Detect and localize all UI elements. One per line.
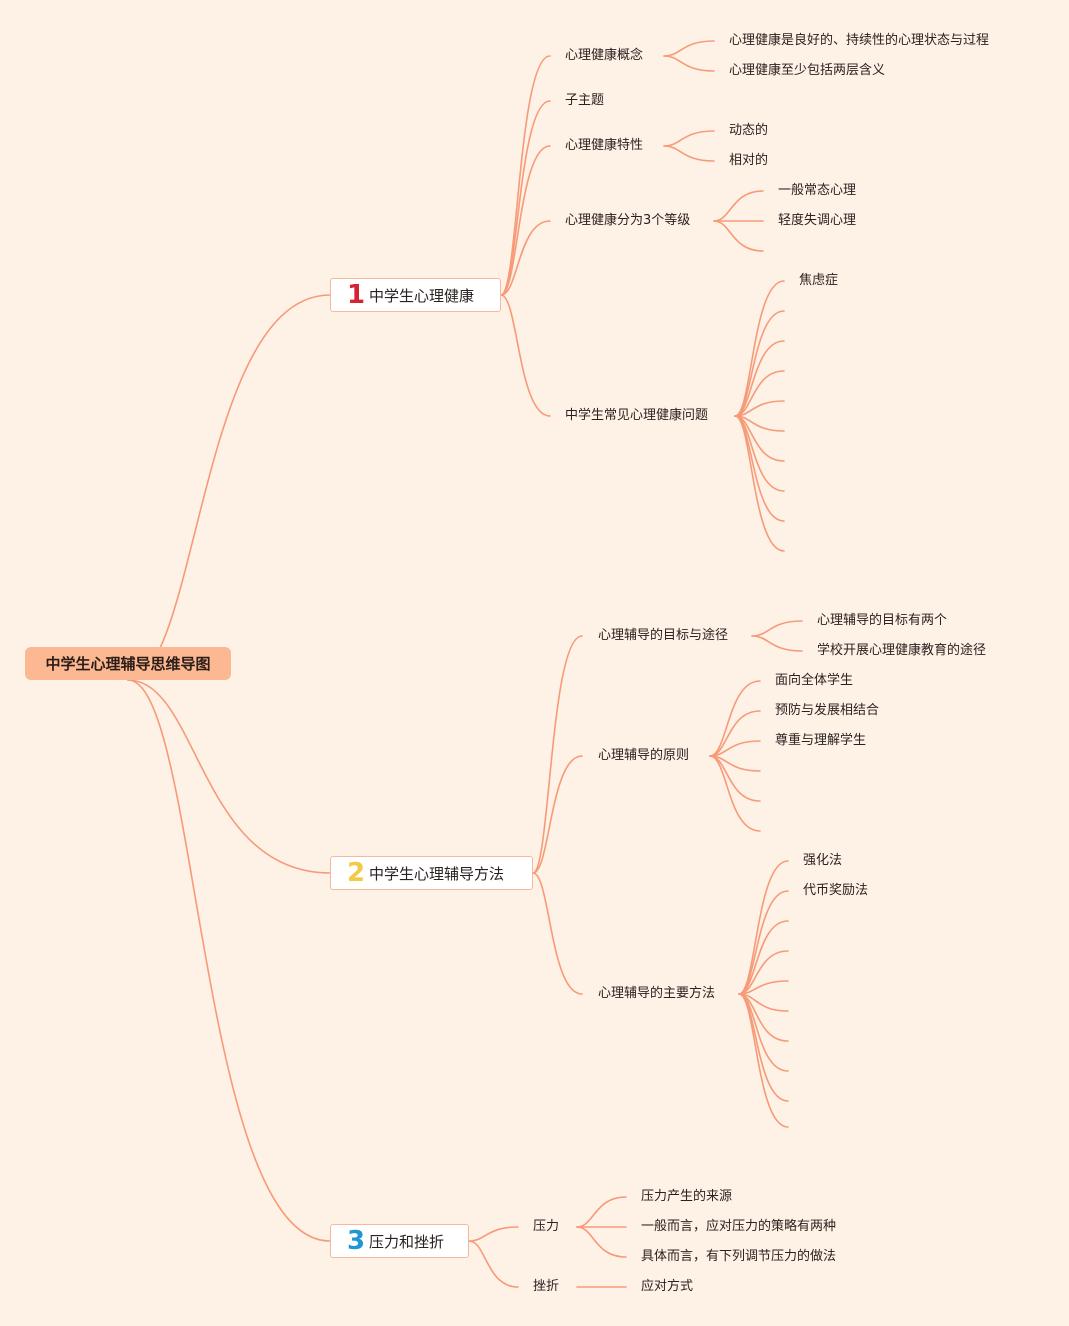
topic3-sub-1: [468, 1240, 519, 1288]
subtopic-child-topic[interactable]: 子主题: [565, 93, 605, 108]
topic-3-number: 3: [347, 1226, 366, 1256]
topic3-sub-0: [468, 1226, 519, 1242]
root-to-topic-1: [127, 294, 331, 681]
leaf-reinforcement[interactable]: 强化法: [803, 853, 843, 868]
root-to-topic-3: [127, 679, 331, 1242]
subtopic-three-levels[interactable]: 心理健康分为3个等级: [565, 213, 691, 228]
problems-leaf-1: [734, 310, 785, 417]
topic-1[interactable]: 1 中学生心理健康: [330, 278, 501, 312]
stress-leaf-0: [576, 1196, 627, 1228]
leaf-trait-relative[interactable]: 相对的: [729, 153, 769, 168]
subtopic-common-problems[interactable]: 中学生常见心理健康问题: [565, 408, 709, 423]
subtopic-mental-health-concept[interactable]: 心理健康概念: [565, 48, 644, 63]
topic-1-label: 中学生心理健康: [369, 286, 475, 305]
topic2-sub-1: [532, 755, 583, 874]
subtopic-goals-and-paths[interactable]: 心理辅导的目标与途径: [598, 628, 729, 643]
subtopic-frustration[interactable]: 挫折: [533, 1279, 560, 1294]
root-node[interactable]: 中学生心理辅导思维导图: [25, 647, 231, 680]
leaf-all-students[interactable]: 面向全体学生: [775, 673, 854, 688]
levels-leaf-2: [713, 220, 764, 252]
leaf-adjust-methods[interactable]: 具体而言，有下列调节压力的做法: [641, 1249, 837, 1264]
leaf-school-paths[interactable]: 学校开展心理健康教育的途径: [817, 643, 987, 658]
traits-leaf-0: [663, 130, 715, 147]
problems-leaf-3: [734, 370, 785, 417]
problems-leaf-2: [734, 340, 785, 417]
topic-2[interactable]: 2 中学生心理辅导方法: [330, 856, 533, 890]
methods-leaf-9: [738, 993, 789, 1128]
methods-leaf-1: [738, 890, 789, 995]
principles-leaf-0: [709, 680, 761, 757]
concept-leaf-1: [663, 55, 715, 72]
topic-1-number: 1: [347, 280, 366, 310]
leaf-trait-dynamic[interactable]: 动态的: [729, 123, 769, 138]
leaf-concept-definition[interactable]: 心理健康是良好的、持续性的心理状态与过程: [729, 33, 990, 48]
topic2-sub-2: [532, 872, 583, 995]
methods-leaf-0: [738, 860, 789, 995]
leaf-anxiety[interactable]: 焦虑症: [799, 273, 839, 288]
traits-leaf-1: [663, 145, 715, 162]
subtopic-principles[interactable]: 心理辅导的原则: [598, 748, 690, 763]
leaf-two-strategies[interactable]: 一般而言，应对压力的策略有两种: [641, 1219, 837, 1234]
leaf-stress-sources[interactable]: 压力产生的来源: [641, 1189, 733, 1204]
topic-3-label: 压力和挫折: [369, 1232, 445, 1251]
concept-leaf-0: [663, 40, 715, 57]
topic-2-number: 2: [347, 858, 366, 888]
topic-2-label: 中学生心理辅导方法: [369, 864, 505, 883]
subtopic-stress[interactable]: 压力: [533, 1219, 560, 1234]
topic2-sub-0: [532, 635, 583, 874]
methods-leaf-2: [738, 920, 789, 995]
principles-leaf-1: [709, 710, 761, 757]
root-to-topic-2: [127, 679, 331, 874]
stress-leaf-2: [576, 1226, 627, 1258]
leaf-prevention-development[interactable]: 预防与发展相结合: [775, 703, 880, 718]
goals-leaf-0: [751, 620, 803, 637]
topic-3[interactable]: 3 压力和挫折: [330, 1224, 469, 1258]
problems-leaf-0: [734, 280, 785, 417]
leaf-concept-two-meanings[interactable]: 心理健康至少包括两层含义: [729, 63, 886, 78]
leaf-two-goals[interactable]: 心理辅导的目标有两个: [817, 613, 948, 628]
leaf-token-reward[interactable]: 代币奖励法: [803, 883, 869, 898]
principles-leaf-5: [709, 755, 761, 832]
leaf-coping-ways[interactable]: 应对方式: [641, 1279, 694, 1294]
topic1-sub-4: [500, 294, 551, 417]
subtopic-mental-health-traits[interactable]: 心理健康特性: [565, 138, 644, 153]
goals-leaf-1: [751, 635, 803, 652]
topic1-sub-3: [500, 220, 551, 296]
leaf-respect-understanding[interactable]: 尊重与理解学生: [775, 733, 867, 748]
topic1-sub-0: [500, 55, 551, 296]
topic1-sub-2: [500, 145, 551, 296]
levels-leaf-0: [713, 190, 764, 222]
root-label: 中学生心理辅导思维导图: [45, 655, 211, 673]
problems-leaf-9: [734, 415, 785, 552]
leaf-level-normal[interactable]: 一般常态心理: [778, 183, 857, 198]
subtopic-main-methods[interactable]: 心理辅导的主要方法: [598, 986, 716, 1001]
leaf-level-mild[interactable]: 轻度失调心理: [778, 213, 857, 228]
